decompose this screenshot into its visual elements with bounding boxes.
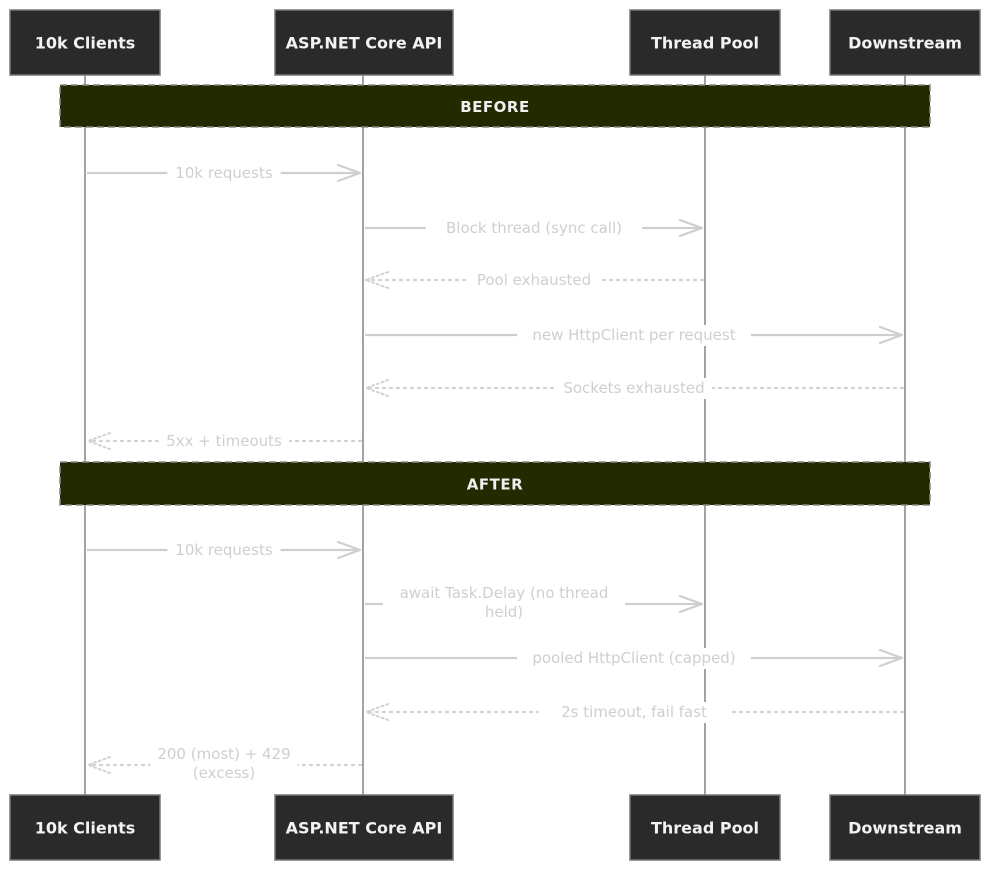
message-label: 200 (most) + 429 bbox=[157, 745, 290, 763]
message-arrowhead bbox=[363, 703, 389, 721]
message-arrowhead bbox=[85, 432, 111, 450]
message-label: 5xx + timeouts bbox=[166, 432, 282, 450]
participant-label: ASP.NET Core API bbox=[286, 34, 443, 53]
section-after: AFTER bbox=[59, 461, 931, 506]
message-label: await Task.Delay (no thread bbox=[400, 584, 609, 602]
message-7: 10k requests bbox=[87, 540, 362, 561]
participant-label: Thread Pool bbox=[651, 34, 759, 53]
participant-box bbox=[829, 9, 981, 76]
participant-label: Thread Pool bbox=[651, 819, 759, 838]
message-label-bg bbox=[555, 378, 713, 399]
section-box bbox=[59, 461, 931, 506]
section-label: BEFORE bbox=[460, 98, 529, 116]
message-1: 10k requests bbox=[87, 163, 362, 184]
message-label-bg bbox=[468, 270, 600, 291]
message-label-bg bbox=[517, 648, 751, 669]
participant-downstream-bottom: Downstream bbox=[829, 794, 981, 861]
message-4: new HttpClient per request bbox=[365, 325, 904, 346]
message-9: pooled HttpClient (capped) bbox=[365, 648, 904, 669]
message-6: 5xx + timeouts bbox=[85, 431, 363, 452]
participant-label: 10k Clients bbox=[35, 819, 136, 838]
lifelines bbox=[84, 75, 906, 795]
message-label-bg bbox=[517, 325, 751, 346]
message-arrowhead bbox=[336, 163, 362, 183]
message-label: Block thread (sync call) bbox=[446, 219, 622, 237]
message-label: 10k requests bbox=[175, 541, 273, 559]
message-3: Pool exhausted bbox=[363, 270, 705, 291]
participant-label: Downstream bbox=[848, 819, 962, 838]
message-label-bg bbox=[167, 540, 281, 561]
message-arrowhead bbox=[85, 756, 111, 774]
participant-box bbox=[9, 794, 161, 861]
message-label: 10k requests bbox=[175, 164, 273, 182]
message-label-bg bbox=[538, 702, 730, 723]
participant-box bbox=[829, 794, 981, 861]
message-label-bg bbox=[158, 431, 290, 452]
message-label: 2s timeout, fail fast bbox=[561, 703, 707, 721]
participant-box bbox=[629, 9, 781, 76]
message-label-bg bbox=[425, 218, 643, 239]
message-5: Sockets exhausted bbox=[363, 378, 905, 399]
section-box bbox=[59, 84, 931, 128]
participant-box bbox=[274, 794, 454, 861]
sections: BEFORE AFTER bbox=[59, 84, 931, 506]
message-arrowhead bbox=[336, 540, 362, 560]
section-before: BEFORE bbox=[59, 84, 931, 128]
participant-pool-top: Thread Pool bbox=[629, 9, 781, 76]
section-label: AFTER bbox=[467, 476, 523, 494]
message-label: Sockets exhausted bbox=[563, 379, 704, 397]
message-label-bg bbox=[167, 163, 281, 184]
message-arrowhead bbox=[363, 271, 389, 289]
participants-bottom: 10k Clients ASP.NET Core API Thread Pool Do… bbox=[9, 794, 981, 861]
message-arrowhead bbox=[878, 325, 904, 345]
message-label: new HttpClient per request bbox=[532, 326, 735, 344]
message-label: Pool exhausted bbox=[477, 271, 591, 289]
participant-box bbox=[274, 9, 454, 76]
message-label: held) bbox=[485, 603, 523, 621]
message-11: 200 (most) + 429(excess) bbox=[85, 744, 363, 784]
participant-label: Downstream bbox=[848, 34, 962, 53]
participant-clients-bottom: 10k Clients bbox=[9, 794, 161, 861]
participant-box bbox=[629, 794, 781, 861]
message-arrowhead bbox=[678, 594, 704, 614]
message-arrowhead bbox=[878, 648, 904, 668]
participant-api-bottom: ASP.NET Core API bbox=[274, 794, 454, 861]
message-arrowhead bbox=[678, 218, 704, 238]
participant-pool-bottom: Thread Pool bbox=[629, 794, 781, 861]
message-label-bg bbox=[150, 744, 298, 784]
participant-downstream-top: Downstream bbox=[829, 9, 981, 76]
participant-label: 10k Clients bbox=[35, 34, 136, 53]
message-label-bg bbox=[382, 583, 626, 623]
participants-top: 10k Clients ASP.NET Core API Thread Pool Do… bbox=[9, 9, 981, 76]
participant-clients-top: 10k Clients bbox=[9, 9, 161, 76]
message-label: pooled HttpClient (capped) bbox=[532, 649, 735, 667]
participant-label: ASP.NET Core API bbox=[286, 819, 443, 838]
message-arrowhead bbox=[363, 379, 389, 397]
participant-api-top: ASP.NET Core API bbox=[274, 9, 454, 76]
message-label: (excess) bbox=[193, 764, 255, 782]
message-10: 2s timeout, fail fast bbox=[363, 702, 905, 723]
message-2: Block thread (sync call) bbox=[365, 218, 704, 239]
participant-box bbox=[9, 9, 161, 76]
